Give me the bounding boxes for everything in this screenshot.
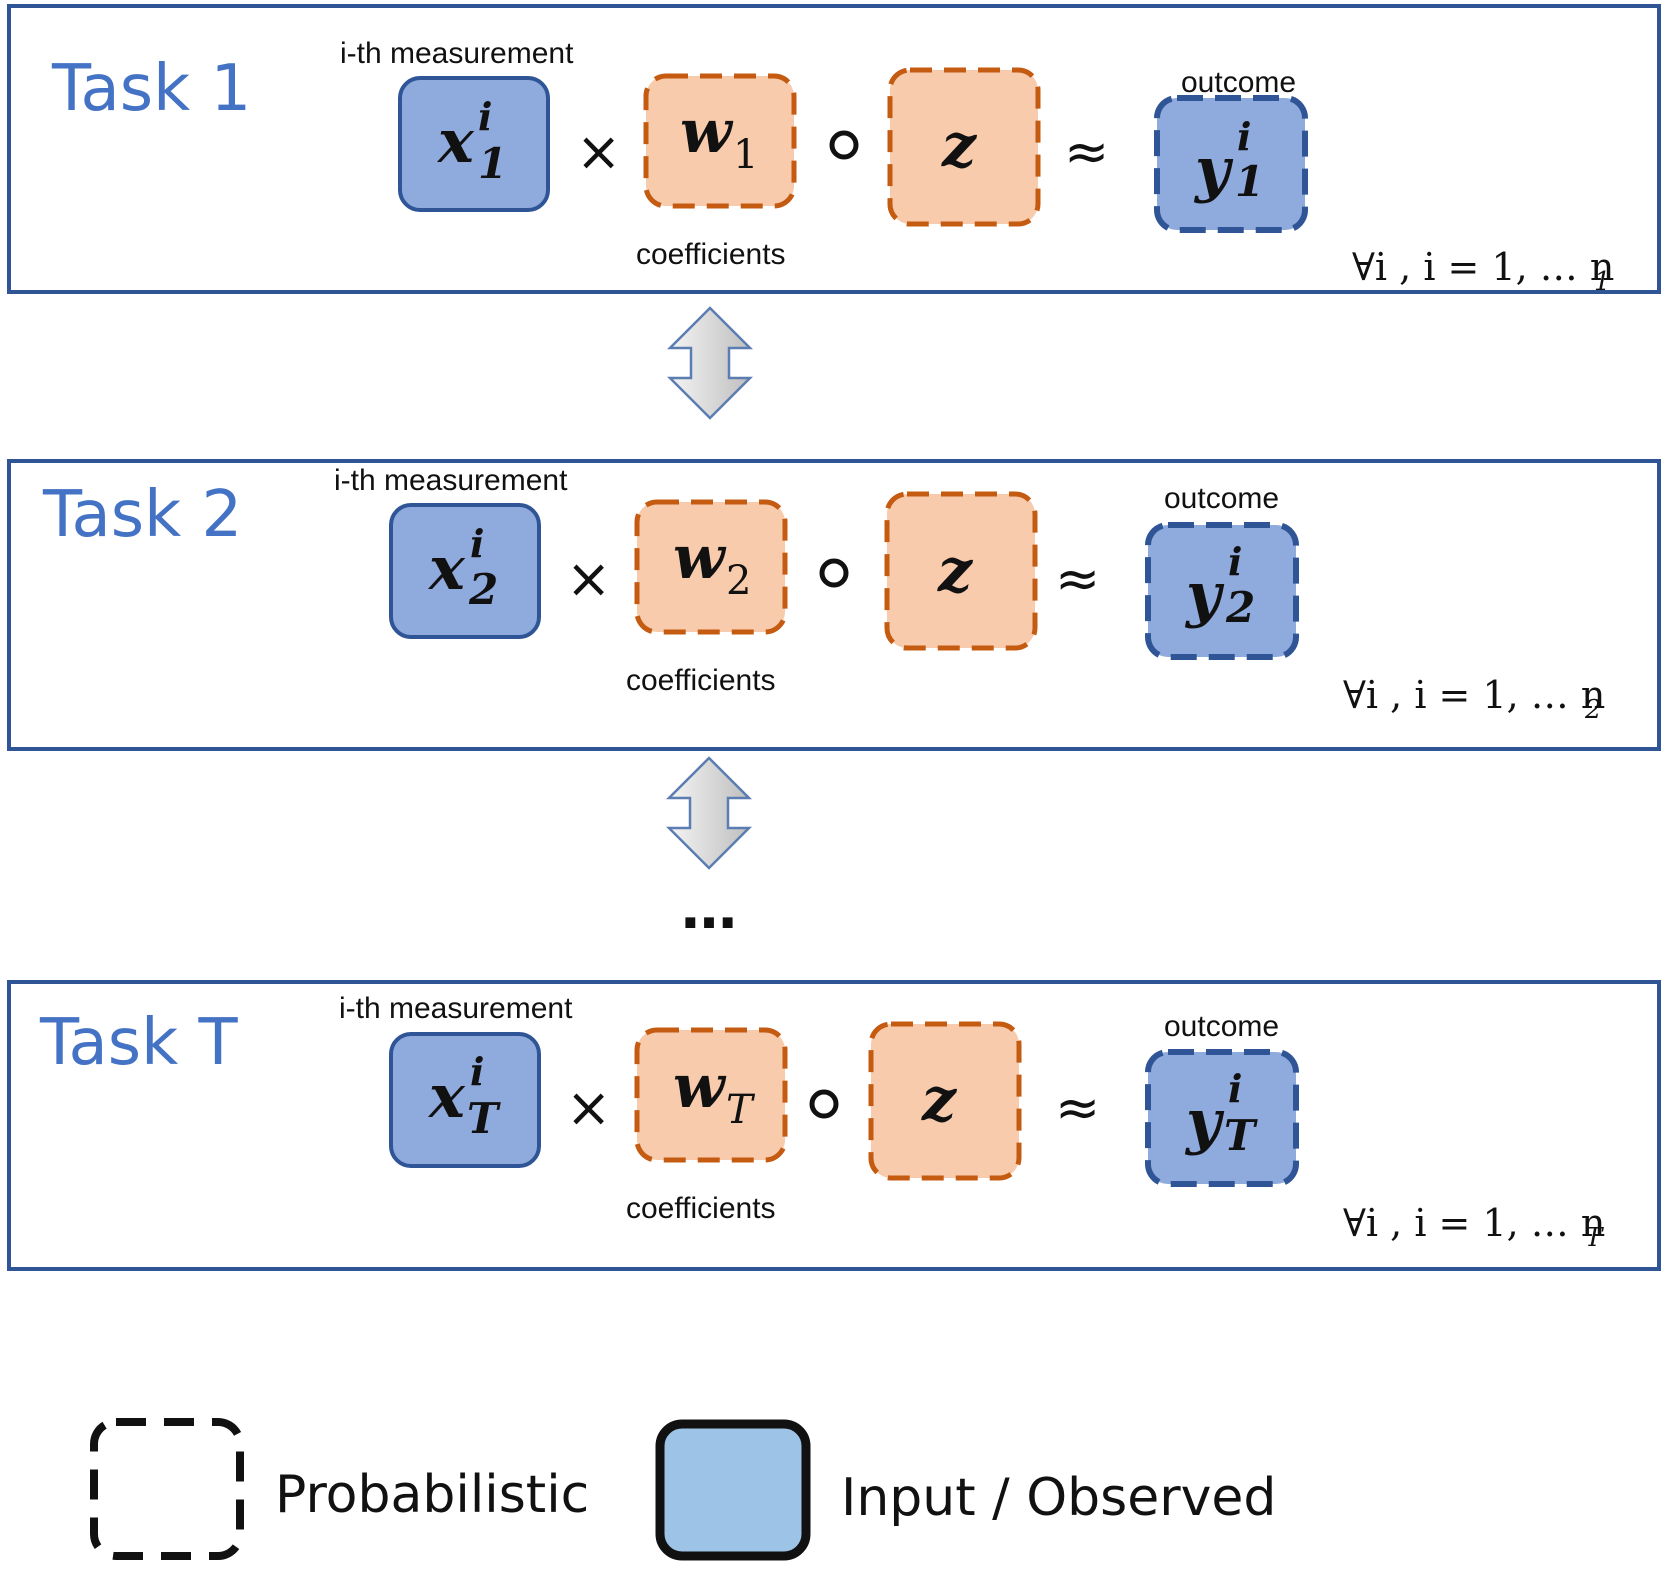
- measurement-label: i-th measurement: [340, 37, 574, 70]
- task-frame: [7, 4, 1661, 294]
- continuation-ellipsis: …: [681, 877, 737, 942]
- outcome-label: outcome: [1164, 1010, 1279, 1043]
- coefficients-box: [634, 499, 788, 635]
- w-subscript: 1: [733, 132, 758, 178]
- y-symbol: y: [1193, 135, 1234, 205]
- w-subscript: T: [726, 1087, 756, 1133]
- latent-z-box: [868, 1021, 1022, 1181]
- index-constraint: ∀i , i = 1, … n: [1352, 245, 1614, 289]
- bidirectional-arrow-icon: [666, 306, 754, 420]
- legend: Probabilistic Input / Observed: [90, 1418, 1276, 1561]
- outcome-label: outcome: [1181, 66, 1296, 99]
- times-operator: ×: [566, 1076, 611, 1139]
- x-superscript: i: [478, 94, 492, 139]
- coefficients-box: [634, 1027, 788, 1163]
- y-subscript: 1: [1235, 157, 1264, 206]
- times-operator: ×: [576, 120, 621, 183]
- task-frame: [7, 980, 1661, 1271]
- compose-operator: [829, 130, 859, 160]
- legend-probabilistic-label: Probabilistic: [275, 1465, 589, 1525]
- z-symbol: z: [921, 1065, 958, 1135]
- compose-operator: [809, 1089, 839, 1119]
- coefficients-box: [643, 73, 797, 209]
- task-panel-1: Task 1 i-th measurement x i 1 × w 1 coef…: [7, 4, 1661, 297]
- index-constraint: ∀i , i = 1, … n: [1343, 1201, 1605, 1245]
- y-superscript: i: [1228, 539, 1242, 584]
- y-subscript: 2: [1225, 583, 1255, 632]
- approx-operator: ≈: [1055, 547, 1100, 610]
- coefficients-label: coefficients: [626, 664, 776, 697]
- w-symbol: w: [673, 523, 727, 593]
- task-panel-t: Task T i-th measurement x i T × w T coef…: [7, 980, 1661, 1271]
- z-symbol: z: [937, 536, 974, 606]
- outcome-label: outcome: [1164, 482, 1279, 515]
- times-operator: ×: [566, 547, 611, 610]
- task-title: Task 1: [51, 52, 251, 126]
- observed-input-box: [389, 503, 541, 639]
- measurement-label: i-th measurement: [339, 992, 573, 1025]
- observed-input-box: [389, 1032, 541, 1168]
- x-symbol: x: [436, 107, 475, 177]
- latent-z-box: [887, 67, 1041, 227]
- y-symbol: y: [1184, 1087, 1225, 1157]
- approx-operator: ≈: [1064, 120, 1109, 183]
- legend-probabilistic-swatch: [90, 1418, 244, 1560]
- approx-operator: ≈: [1055, 1076, 1100, 1139]
- task-title: Task 2: [42, 478, 242, 552]
- index-constraint: ∀i , i = 1, … n: [1343, 673, 1605, 717]
- observed-outcome-box: [1154, 95, 1308, 233]
- measurement-label: i-th measurement: [334, 464, 568, 497]
- coefficients-label: coefficients: [636, 238, 786, 271]
- y-symbol: y: [1184, 560, 1225, 630]
- observed-input-box: [398, 76, 550, 212]
- index-constraint-subscript: T: [1585, 1223, 1604, 1253]
- x-subscript: 1: [478, 139, 507, 188]
- w-symbol: w: [680, 97, 734, 167]
- task-panel-2: Task 2 i-th measurement x i 2 × w 2 coef…: [7, 459, 1661, 751]
- task-title: Task T: [39, 1006, 238, 1080]
- x-symbol: x: [427, 534, 466, 604]
- y-subscript: T: [1224, 1111, 1258, 1160]
- x-superscript: i: [470, 521, 484, 566]
- latent-z-box: [884, 491, 1038, 651]
- x-subscript: 2: [468, 565, 498, 614]
- x-symbol: x: [427, 1062, 466, 1132]
- index-constraint-subscript: 2: [1584, 695, 1602, 725]
- y-superscript: i: [1237, 114, 1251, 159]
- legend-observed-label: Input / Observed: [841, 1468, 1276, 1528]
- w-symbol: w: [673, 1052, 727, 1122]
- index-constraint-subscript: 1: [1594, 267, 1611, 297]
- task-frame: [7, 459, 1661, 751]
- x-subscript: T: [467, 1094, 501, 1143]
- legend-observed-swatch: [655, 1419, 811, 1561]
- bidirectional-arrow-icon: [665, 756, 753, 870]
- observed-outcome-box: [1145, 522, 1299, 660]
- coefficients-label: coefficients: [626, 1192, 776, 1225]
- w-subscript: 2: [726, 558, 751, 604]
- x-superscript: i: [470, 1049, 484, 1094]
- z-symbol: z: [941, 111, 978, 181]
- compose-operator: [819, 558, 849, 588]
- observed-outcome-box: [1145, 1049, 1299, 1187]
- y-superscript: i: [1228, 1066, 1242, 1111]
